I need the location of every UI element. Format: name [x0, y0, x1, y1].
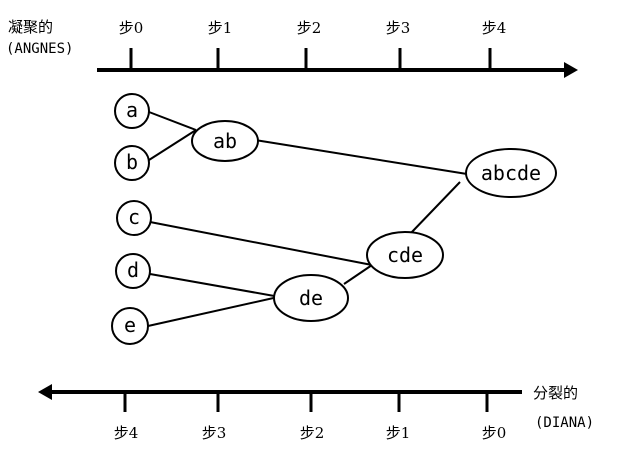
node-a-label: a	[126, 98, 138, 122]
bottom-step-2: 步2	[300, 424, 325, 442]
node-c: c	[116, 200, 152, 236]
edge-cde-abcde	[409, 181, 461, 235]
edge-e-de	[147, 296, 279, 327]
edge-ab-abcde	[254, 139, 468, 175]
top-axis: 凝聚的 (ANGNES) 步0 步1 步2 步3 步4	[6, 18, 578, 78]
node-b-label: b	[126, 150, 138, 174]
bottom-axis-arrowhead	[38, 384, 52, 400]
node-d: d	[115, 253, 151, 289]
node-de: de	[273, 274, 349, 322]
bottom-axis-subtitle: (DIANA)	[535, 415, 594, 431]
edge-de-cde	[343, 264, 373, 285]
top-axis-title: 凝聚的	[8, 18, 53, 36]
bottom-step-4: 步4	[114, 424, 139, 442]
top-step-3: 步3	[386, 19, 411, 37]
node-de-label: de	[299, 286, 323, 310]
edges	[147, 111, 468, 327]
bottom-step-3: 步3	[202, 424, 227, 442]
top-axis-subtitle: (ANGNES)	[6, 41, 73, 57]
node-a: a	[114, 93, 150, 129]
bottom-axis-title: 分裂的	[533, 384, 578, 402]
node-e-label: e	[124, 313, 136, 337]
edge-a-ab	[148, 111, 197, 131]
node-ab-label: ab	[213, 129, 237, 153]
node-b: b	[114, 145, 150, 181]
edge-b-ab	[148, 129, 197, 161]
node-abcde: abcde	[465, 148, 557, 198]
node-cde-label: cde	[387, 243, 423, 267]
node-cde: cde	[366, 231, 444, 279]
bottom-step-0: 步0	[482, 424, 507, 442]
node-c-label: c	[128, 205, 140, 229]
bottom-axis: 分裂的 (DIANA) 步4 步3 步2 步1 步0	[38, 384, 594, 442]
top-step-2: 步2	[297, 19, 322, 37]
top-step-4: 步4	[482, 19, 507, 37]
edge-c-cde	[149, 221, 373, 266]
top-axis-arrowhead	[564, 62, 578, 78]
top-step-0: 步0	[119, 19, 144, 37]
node-ab: ab	[191, 120, 259, 162]
node-d-label: d	[127, 258, 139, 282]
edge-d-de	[149, 273, 281, 298]
top-step-1: 步1	[208, 19, 233, 37]
node-abcde-label: abcde	[481, 161, 541, 185]
node-e: e	[111, 307, 149, 345]
bottom-step-1: 步1	[386, 424, 411, 442]
